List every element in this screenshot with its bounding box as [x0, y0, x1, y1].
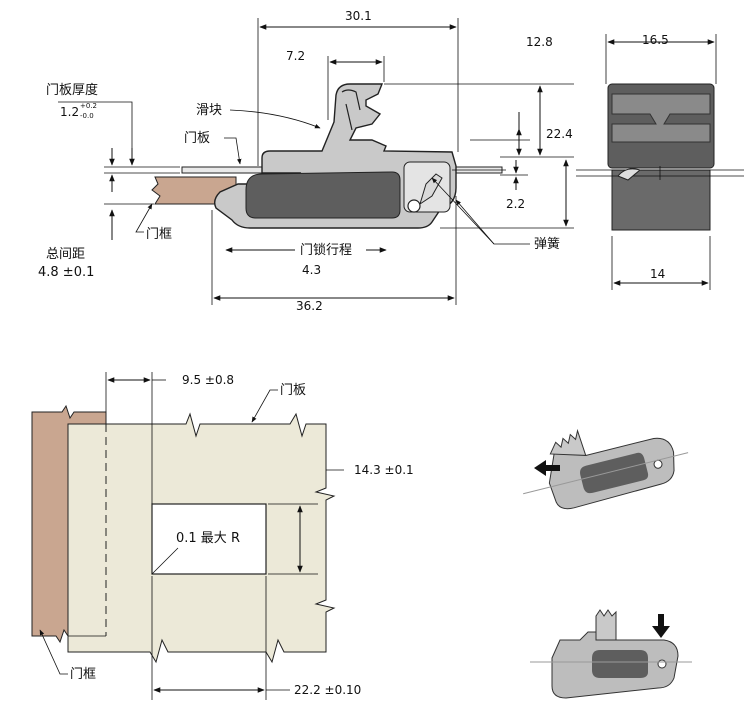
label-lock-travel: 门锁行程 [300, 242, 352, 258]
dim-total-gap: 4.8 ±0.1 [38, 265, 94, 280]
dim-16-5: 16.5 [642, 33, 669, 47]
arrow-left-icon [534, 460, 560, 476]
illus-slider-1 [549, 428, 587, 456]
dim-9-5: 9.5 ±0.8 [182, 373, 234, 387]
label-door-frame: 门框 [146, 227, 172, 242]
operation-illustration-release [523, 428, 689, 510]
slider-detail [341, 89, 361, 131]
label-total-gap: 总间距 [46, 247, 85, 262]
front-view-latch-tip [617, 168, 642, 181]
dim-2-2: 2.2 [506, 197, 525, 211]
dim-36-2: 36.2 [296, 299, 323, 313]
front-view-ribs [611, 93, 711, 143]
illus-slider-2 [595, 609, 617, 641]
dim-30-1: 30.1 [345, 9, 372, 23]
label-door-panel: 门板 [184, 131, 210, 146]
dim-7-2: 7.2 [286, 49, 305, 63]
dim-22-4: 22.4 [546, 127, 573, 141]
label-door-frame-bottom: 门框 [70, 667, 96, 682]
illus-cavity-1 [580, 452, 649, 494]
dim-14-3: 14.3 ±0.1 [354, 463, 414, 477]
operation-illustration-press [530, 609, 692, 699]
illus-cavity-2 [592, 650, 648, 678]
dim-4-3: 4.3 [302, 263, 321, 277]
dim-panel-thickness-plus: +0.2 [80, 102, 97, 110]
label-cutout-radius: 0.1 最大 R [176, 531, 240, 546]
side-view: 30.1 7.2 12.8 22.4 2.2 门板厚度 1.2 +0.2 -0.… [38, 9, 574, 313]
spring-pin [407, 199, 421, 213]
label-spring: 弹簧 [534, 236, 560, 252]
latch-cavity [245, 171, 401, 219]
cutout-rectangle [151, 503, 267, 575]
label-panel-thickness: 门板厚度 [46, 82, 98, 98]
dim-22-2: 22.2 ±0.10 [294, 683, 361, 697]
label-door-panel-bottom: 门板 [280, 383, 306, 398]
arrow-down-icon [652, 614, 670, 638]
label-slider: 滑块 [196, 103, 222, 118]
dim-14: 14 [650, 267, 665, 281]
dim-panel-thickness-minus: -0.0 [80, 112, 94, 120]
dim-panel-thickness-base: 1.2 [60, 105, 79, 119]
dim-12-8: 12.8 [526, 35, 553, 49]
front-view: 16.5 14 [576, 33, 744, 290]
door-frame-block [151, 176, 237, 205]
cutout-view: 0.1 最大 R 9.5 ±0.8 门板 14.3 ±0.1 22.2 ±0.1… [31, 372, 414, 700]
